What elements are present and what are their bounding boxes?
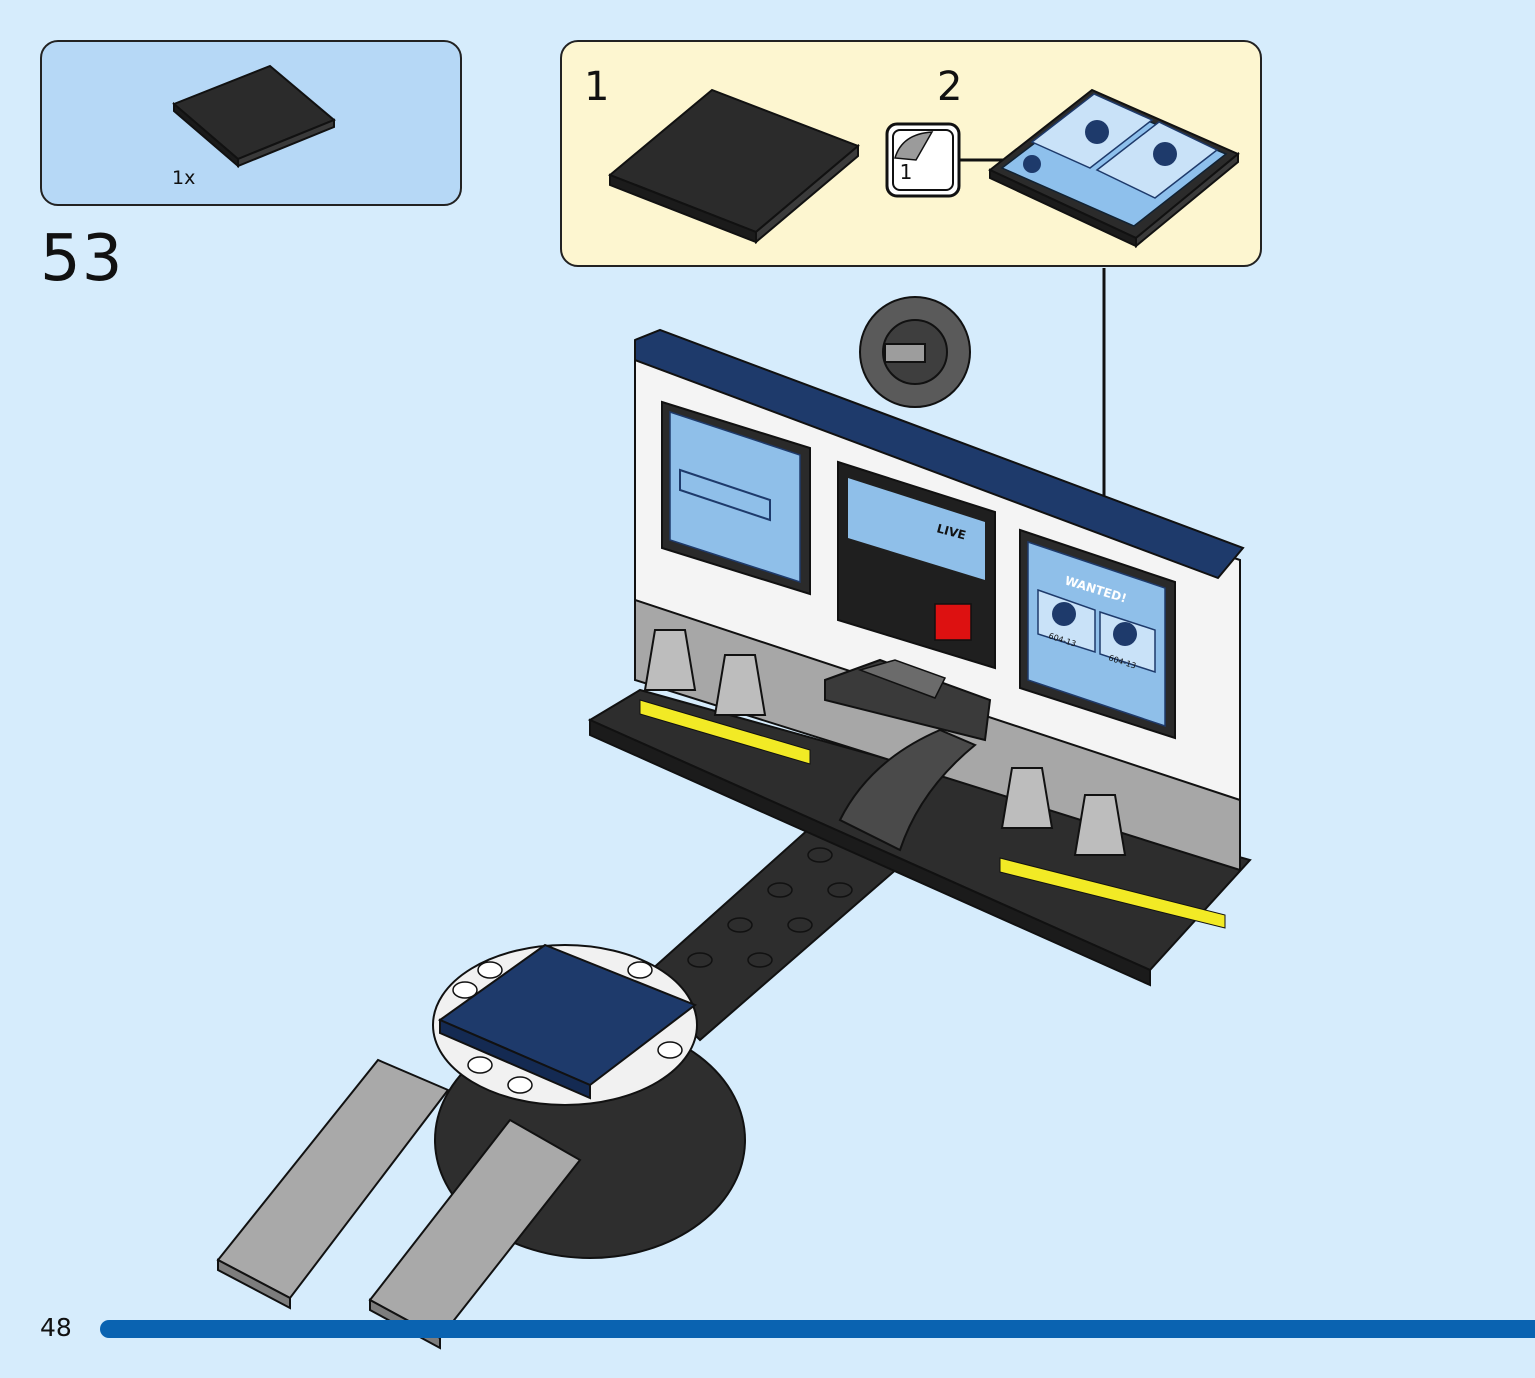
parts-needed-box: 1x: [40, 40, 462, 206]
page-number: 48: [40, 1313, 72, 1342]
sticker-ref-number: 1: [899, 160, 913, 184]
wanted-sticker-tile: [988, 88, 1240, 249]
yellow-strip: [639, 699, 811, 765]
step-number: 53: [40, 222, 124, 296]
turntable-studs: [452, 961, 683, 1094]
subassembly-box: 1 2 1: [560, 40, 1262, 267]
page-progress-bar: [100, 1320, 1535, 1338]
black-tile-part: [172, 64, 336, 169]
substep-2-number: 2: [937, 64, 963, 110]
yellow-strip: [999, 857, 1226, 929]
keyboard-console: [824, 658, 992, 742]
chair-support: [838, 728, 977, 852]
beam-studs: [687, 847, 853, 968]
subassembly-illustration: [608, 88, 1240, 249]
substep-1-number: 1: [584, 64, 610, 110]
black-tile-icon: [608, 88, 860, 245]
cone-lights: [643, 629, 1127, 856]
wall-top-blue: [634, 328, 1245, 580]
part-quantity: 1x: [172, 167, 196, 189]
